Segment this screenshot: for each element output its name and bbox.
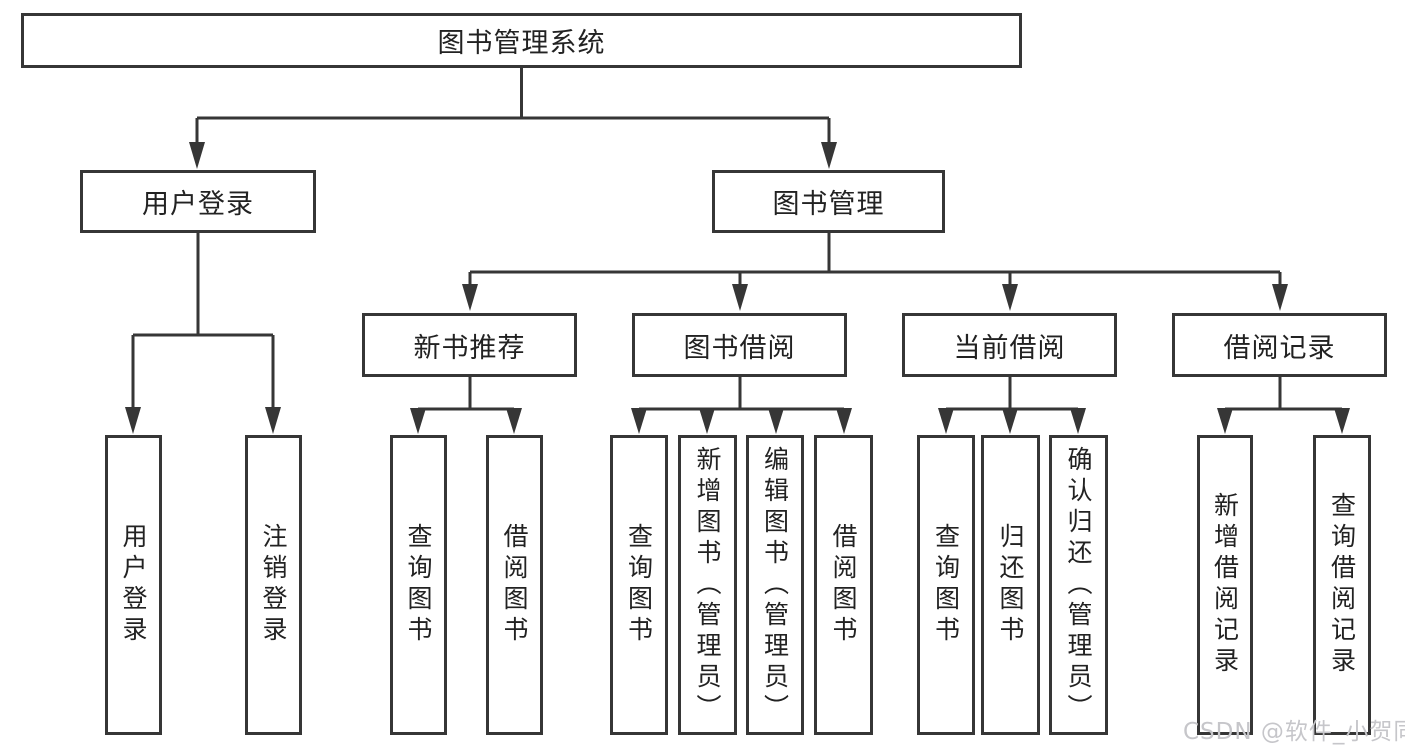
leaf-user-login: 用户登录: [105, 435, 162, 735]
leaf-query-borrow-record: 查询借阅记录: [1313, 435, 1371, 735]
csdn-watermark: CSDN @软件_小贺同学: [1183, 719, 1405, 745]
node-user-login: 用户登录: [80, 170, 316, 233]
leaf-add-books-admin: 新增图书（管理员）: [678, 435, 737, 735]
leaf-return-books: 归还图书: [981, 435, 1040, 735]
node-book-borrow: 图书借阅: [632, 313, 847, 377]
leaf-query-books-borrow: 查询图书: [610, 435, 668, 735]
leaf-query-books-recommend: 查询图书: [390, 435, 447, 735]
node-root: 图书管理系统: [21, 13, 1022, 68]
node-book-management: 图书管理: [712, 170, 945, 233]
leaf-logout: 注销登录: [245, 435, 302, 735]
leaf-add-borrow-record: 新增借阅记录: [1197, 435, 1253, 735]
node-current-borrow: 当前借阅: [902, 313, 1117, 377]
leaf-edit-books-admin: 编辑图书（管理员）: [746, 435, 804, 735]
leaf-borrow-books: 借阅图书: [814, 435, 873, 735]
leaf-borrow-books-recommend: 借阅图书: [486, 435, 543, 735]
leaf-confirm-return-admin: 确认归还（管理员）: [1049, 435, 1108, 735]
leaf-query-books-current: 查询图书: [917, 435, 975, 735]
node-new-book-recommend: 新书推荐: [362, 313, 577, 377]
node-borrow-records: 借阅记录: [1172, 313, 1387, 377]
